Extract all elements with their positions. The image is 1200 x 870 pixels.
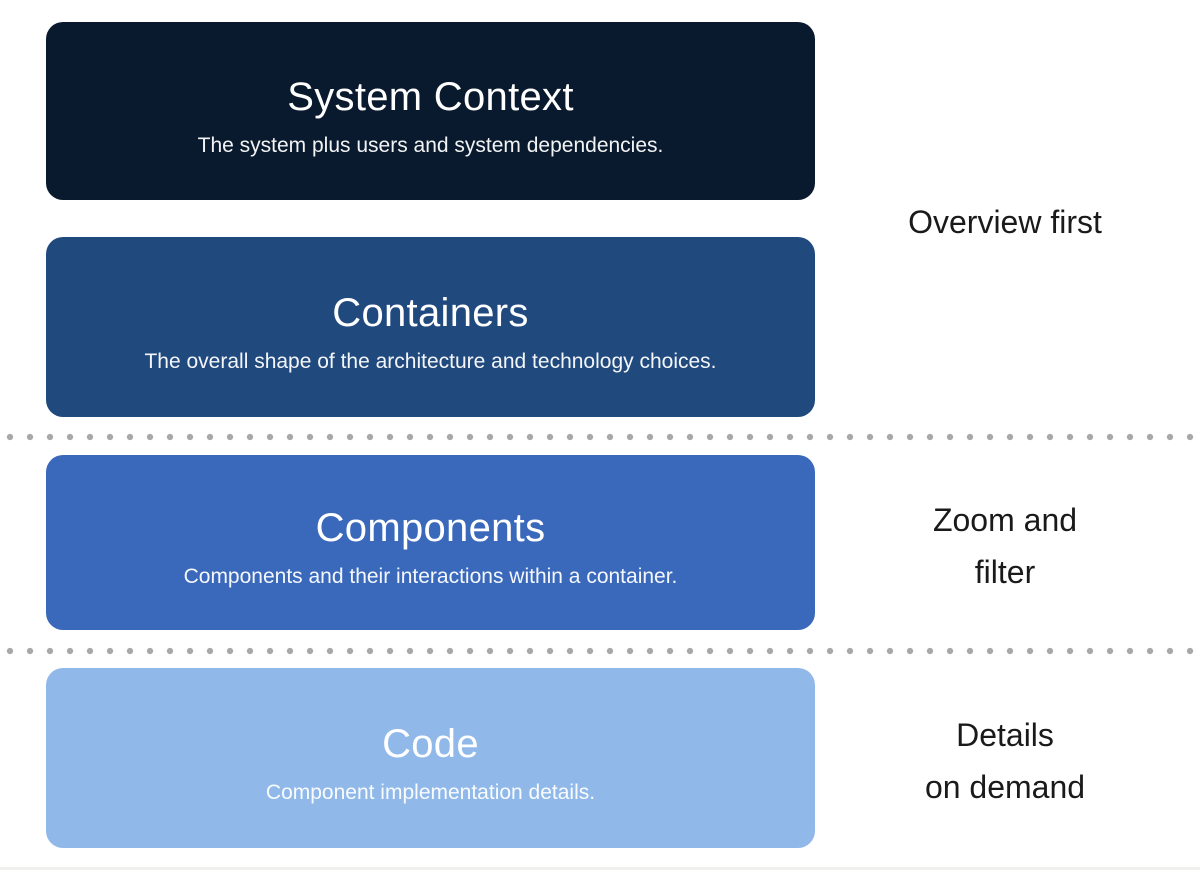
- level-title-components: Components: [315, 506, 546, 551]
- level-box-containers: Containers The overall shape of the arch…: [46, 237, 815, 417]
- level-box-code: Code Component implementation details.: [46, 668, 815, 848]
- level-subtitle-code: Component implementation details.: [265, 780, 596, 804]
- side-label-details-on-demand: Details on demand: [924, 717, 1086, 805]
- level-title-containers: Containers: [332, 290, 529, 335]
- level-box-components: Components Components and their interact…: [46, 455, 815, 630]
- level-title-system-context: System Context: [287, 74, 574, 119]
- level-subtitle-system-context: The system plus users and system depende…: [197, 133, 664, 157]
- level-title-code: Code: [382, 721, 479, 766]
- side-label-overview-first: Overview first: [908, 204, 1102, 240]
- bottom-edge-divider: [0, 867, 1200, 870]
- dotted-divider-top: [0, 433, 1200, 441]
- level-subtitle-components: Components and their interactions within…: [183, 565, 678, 589]
- side-label-zoom-and-filter: Zoom and filter: [932, 502, 1078, 590]
- dotted-divider-bottom: [0, 647, 1200, 655]
- level-box-system-context: System Context The system plus users and…: [46, 22, 815, 200]
- level-subtitle-containers: The overall shape of the architecture an…: [144, 349, 717, 373]
